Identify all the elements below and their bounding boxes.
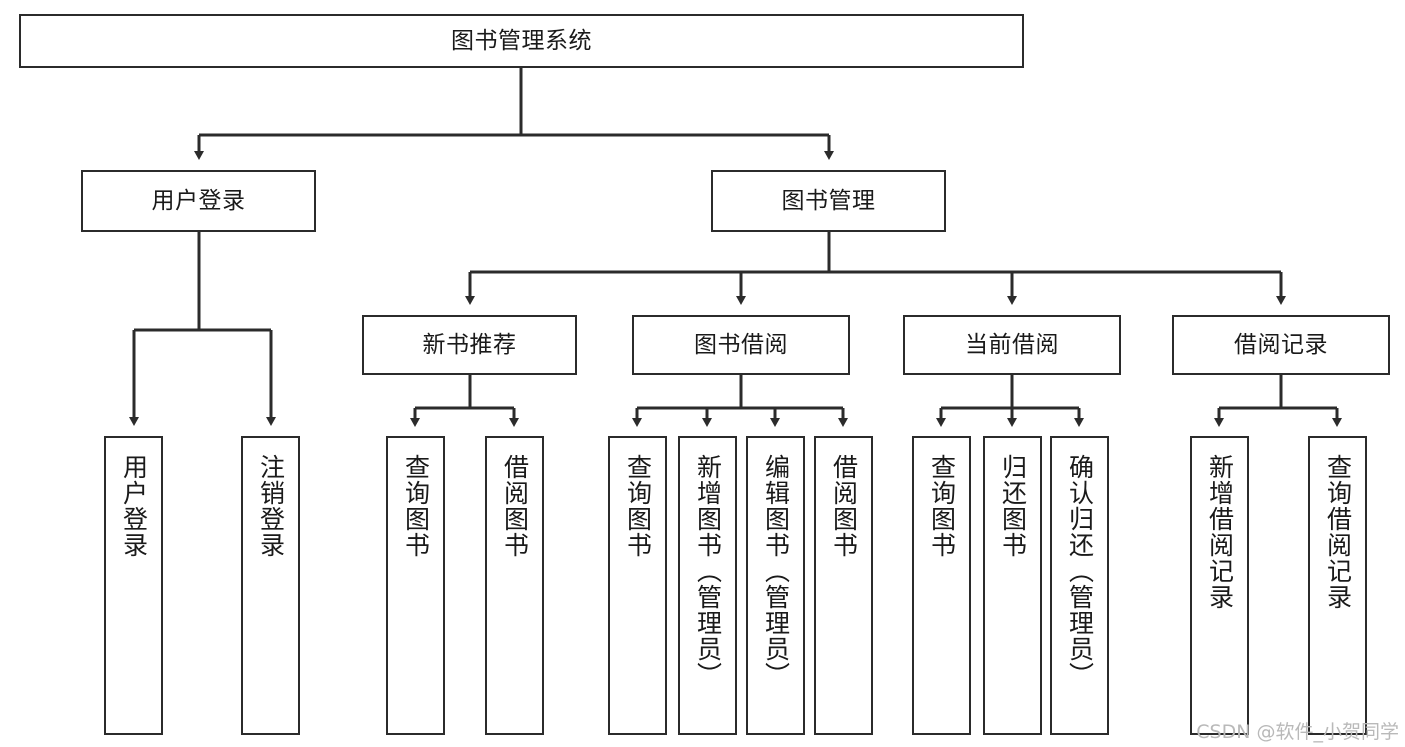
node-root-label: 图书管理系统 [451, 27, 592, 54]
leaf-record-add[interactable]: 新增借阅记录 [1190, 436, 1249, 735]
leaf-current-return-book-label: 归还图书 [998, 454, 1028, 558]
leaf-borrow-query-book[interactable]: 查询图书 [608, 436, 667, 735]
leaf-borrow-borrow-book[interactable]: 借阅图书 [814, 436, 873, 735]
node-new-book-recommend-label: 新书推荐 [422, 331, 517, 358]
node-borrow-record-label: 借阅记录 [1234, 331, 1328, 358]
leaf-borrow-edit-book-label: 编辑图书（管理员） [761, 454, 791, 688]
node-current-borrow-label: 当前借阅 [965, 331, 1059, 358]
leaf-recommend-query-book-label: 查询图书 [401, 454, 431, 558]
leaf-current-query-book[interactable]: 查询图书 [912, 436, 971, 735]
node-book-manage-label: 图书管理 [781, 187, 876, 214]
node-book-manage[interactable]: 图书管理 [711, 170, 946, 232]
leaf-borrow-add-book[interactable]: 新增图书（管理员） [678, 436, 737, 735]
leaf-user-logout-label: 注销登录 [256, 454, 286, 558]
leaf-current-query-book-label: 查询图书 [927, 454, 957, 558]
node-new-book-recommend[interactable]: 新书推荐 [362, 315, 577, 375]
leaf-user-login[interactable]: 用户登录 [104, 436, 163, 735]
leaf-user-login-label: 用户登录 [119, 454, 149, 558]
leaf-current-confirm-return-label: 确认归还（管理员） [1065, 454, 1095, 688]
node-user-login[interactable]: 用户登录 [81, 170, 316, 232]
leaf-user-logout[interactable]: 注销登录 [241, 436, 300, 735]
leaf-borrow-borrow-book-label: 借阅图书 [829, 454, 859, 558]
node-root[interactable]: 图书管理系统 [19, 14, 1024, 68]
leaf-record-query[interactable]: 查询借阅记录 [1308, 436, 1367, 735]
node-current-borrow[interactable]: 当前借阅 [903, 315, 1121, 375]
leaf-borrow-add-book-label: 新增图书（管理员） [693, 454, 723, 688]
leaf-record-query-label: 查询借阅记录 [1323, 454, 1353, 610]
node-user-login-label: 用户登录 [151, 187, 246, 214]
leaf-recommend-query-book[interactable]: 查询图书 [386, 436, 445, 735]
csdn-watermark: CSDN @软件_小贺同学 [1196, 721, 1399, 743]
node-book-borrow[interactable]: 图书借阅 [632, 315, 850, 375]
leaf-borrow-query-book-label: 查询图书 [623, 454, 653, 558]
leaf-recommend-borrow-book-label: 借阅图书 [500, 454, 530, 558]
leaf-borrow-edit-book[interactable]: 编辑图书（管理员） [746, 436, 805, 735]
leaf-current-return-book[interactable]: 归还图书 [983, 436, 1042, 735]
node-borrow-record[interactable]: 借阅记录 [1172, 315, 1390, 375]
node-book-borrow-label: 图书借阅 [694, 331, 788, 358]
leaf-current-confirm-return[interactable]: 确认归还（管理员） [1050, 436, 1109, 735]
leaf-recommend-borrow-book[interactable]: 借阅图书 [485, 436, 544, 735]
leaf-record-add-label: 新增借阅记录 [1205, 454, 1235, 610]
